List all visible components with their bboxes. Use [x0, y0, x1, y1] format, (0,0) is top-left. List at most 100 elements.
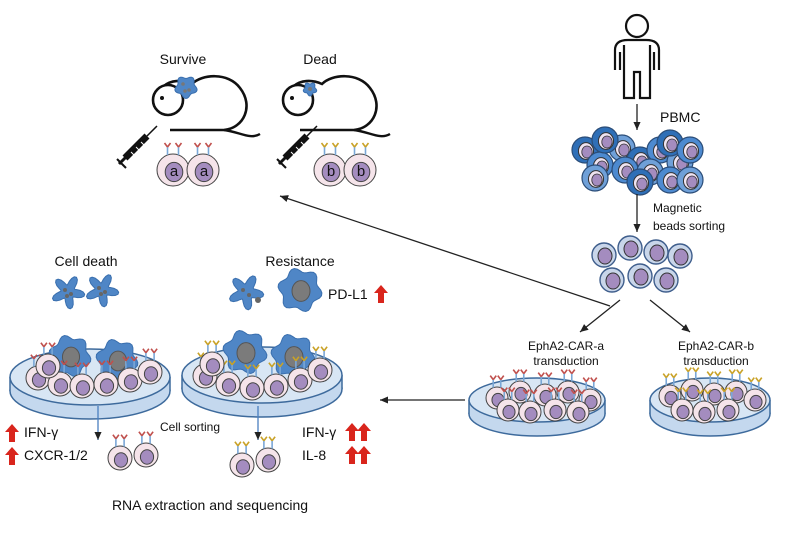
receptor	[48, 342, 56, 355]
receptor	[736, 369, 744, 382]
t-cell	[133, 431, 159, 468]
t-cell	[255, 436, 281, 473]
left-marker-ifng: IFN-γ	[24, 424, 59, 440]
t-cell: a	[186, 142, 220, 187]
sorted-cell	[643, 239, 669, 265]
pbmc-cell	[656, 166, 684, 194]
magnetic-label: Magnetic	[653, 201, 702, 215]
receptor	[755, 377, 763, 390]
receptor	[193, 142, 202, 155]
receptor	[537, 372, 545, 385]
t-cell	[658, 373, 682, 408]
receptor	[692, 367, 700, 380]
receptor	[350, 142, 359, 155]
pbmc-label: PBMC	[660, 109, 701, 125]
dead-label: Dead	[303, 51, 337, 67]
receptor	[530, 389, 538, 402]
receptor	[545, 372, 553, 385]
t-cell	[239, 364, 265, 401]
car-a-transduction-label: transduction	[533, 354, 599, 368]
receptor	[555, 387, 563, 400]
receptor	[122, 356, 130, 369]
receptor	[138, 431, 146, 444]
pbmc-cell	[676, 136, 704, 164]
person-icon	[613, 13, 661, 100]
t-cell	[556, 369, 580, 404]
car-a-label: EphA2-CAR-a	[527, 339, 605, 353]
receptor	[728, 387, 736, 400]
sorted-cell	[653, 267, 679, 293]
receptor	[714, 371, 722, 384]
receptor	[704, 389, 712, 402]
receptor	[300, 356, 308, 369]
rna-extraction-label: RNA extraction and sequencing	[111, 497, 309, 513]
receptor	[361, 142, 370, 155]
sorted-cell	[617, 235, 643, 261]
receptor	[98, 360, 106, 373]
receptor	[260, 436, 268, 449]
t-cell	[692, 389, 716, 424]
resistance-title: Resistance	[265, 253, 335, 269]
t-cell	[670, 387, 694, 422]
cell-death-contents	[25, 334, 163, 399]
receptor	[684, 367, 692, 380]
receptor	[728, 369, 736, 382]
receptor	[696, 389, 704, 402]
receptor	[331, 142, 340, 155]
t-cell: b	[343, 142, 377, 187]
receptor	[674, 387, 682, 400]
receptor	[560, 369, 568, 382]
t-cell	[287, 356, 313, 393]
cell-letter: a	[200, 163, 209, 180]
arrow-to-car-a	[579, 299, 621, 333]
receptor	[204, 340, 212, 353]
receptor	[312, 346, 320, 359]
receptor	[662, 373, 670, 386]
receptor	[747, 377, 755, 390]
receptor	[547, 387, 555, 400]
receptor	[268, 436, 276, 449]
mouse-dead	[281, 74, 391, 138]
car-b-transduction-label: transduction	[683, 354, 749, 368]
pbmc-cell	[591, 126, 619, 154]
beads-sorting-label: beads sorting	[653, 219, 726, 233]
arrow-to-mice	[279, 195, 611, 307]
sorted-cell	[599, 267, 625, 293]
right-marker-ifng: IFN-γ	[302, 424, 337, 440]
receptor	[242, 441, 250, 454]
t-cell: a	[156, 142, 190, 187]
receptor	[268, 362, 276, 375]
mouse-tumor	[302, 82, 318, 97]
t-cell	[93, 360, 119, 397]
receptor	[568, 369, 576, 382]
receptor	[234, 441, 242, 454]
right-marker-il8: IL-8	[302, 447, 327, 463]
cell-letter: a	[170, 163, 179, 180]
receptor	[320, 346, 328, 359]
sorted-cell	[667, 243, 693, 269]
up-arrow-icon	[345, 423, 359, 441]
t-cell	[566, 389, 590, 424]
receptor	[204, 142, 213, 155]
sorted-cell-cluster	[591, 235, 693, 293]
receptor	[508, 387, 516, 400]
t-cell	[743, 377, 767, 412]
receptor	[163, 142, 172, 155]
up-arrow-icon	[374, 285, 388, 303]
pbmc-cell	[676, 166, 704, 194]
receptor	[520, 369, 528, 382]
receptor	[150, 348, 158, 361]
receptor	[82, 362, 90, 375]
up-arrow-icon	[357, 446, 371, 464]
left-marker-cxcr: CXCR-1/2	[24, 447, 88, 463]
t-cell	[518, 389, 542, 424]
mouse-tumor	[174, 76, 198, 100]
pbmc-cluster	[571, 126, 704, 196]
cell-letter: b	[327, 163, 335, 180]
up-arrow-icon	[345, 446, 359, 464]
t-cell: b	[313, 142, 347, 187]
receptor	[244, 364, 252, 377]
t-cell	[107, 434, 133, 471]
dying-tumor-cells	[51, 274, 265, 311]
